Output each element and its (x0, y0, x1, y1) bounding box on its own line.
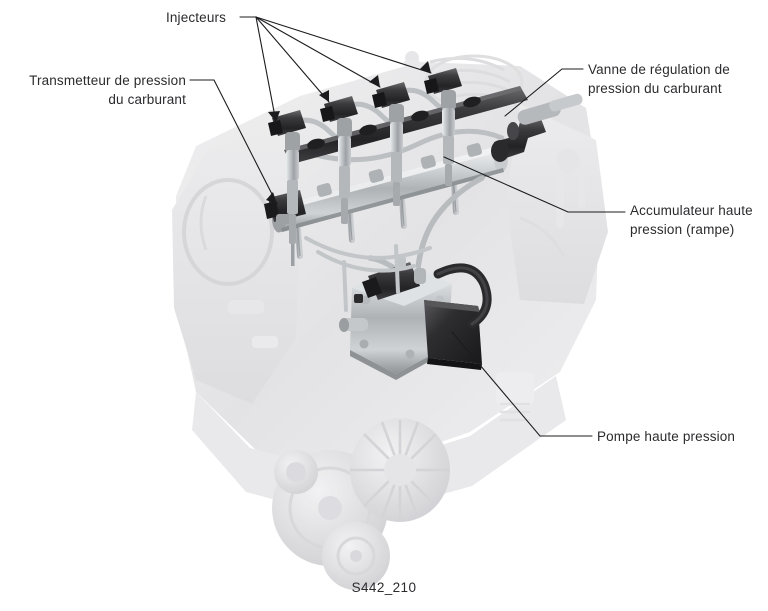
injector-1 (268, 110, 306, 266)
fuel-pressure-regulator-valve (491, 93, 583, 162)
leader-lines (189, 16, 626, 437)
leader-transmetteur (189, 79, 278, 205)
injector-4 (424, 68, 462, 186)
leader-pompe (451, 331, 593, 437)
callout-pressure-regulator-valve: Vanne de régulation de pression du carbu… (588, 62, 730, 96)
low-pressure-lines (304, 236, 432, 312)
high-pressure-pump (339, 256, 492, 380)
leader-injecteurs (239, 16, 432, 123)
ghost-alternator (350, 418, 450, 522)
figure-caption: S442_210 (351, 580, 417, 595)
leader-accumulateur (443, 156, 626, 213)
injector-3 (372, 82, 410, 206)
callout-accumulator-rail: Accumulateur haute pression (rampe) (630, 203, 753, 237)
callout-injecteurs: Injecteurs (166, 10, 227, 25)
callout-fuel-pressure-sensor: Transmetteur de pression du carburant (29, 73, 186, 107)
injector-2 (320, 96, 358, 224)
injector-group (268, 68, 462, 266)
leader-vanne (504, 68, 584, 117)
leader-arrowheads (266, 61, 431, 204)
callout-high-pressure-pump: Pompe haute pression (597, 429, 736, 444)
